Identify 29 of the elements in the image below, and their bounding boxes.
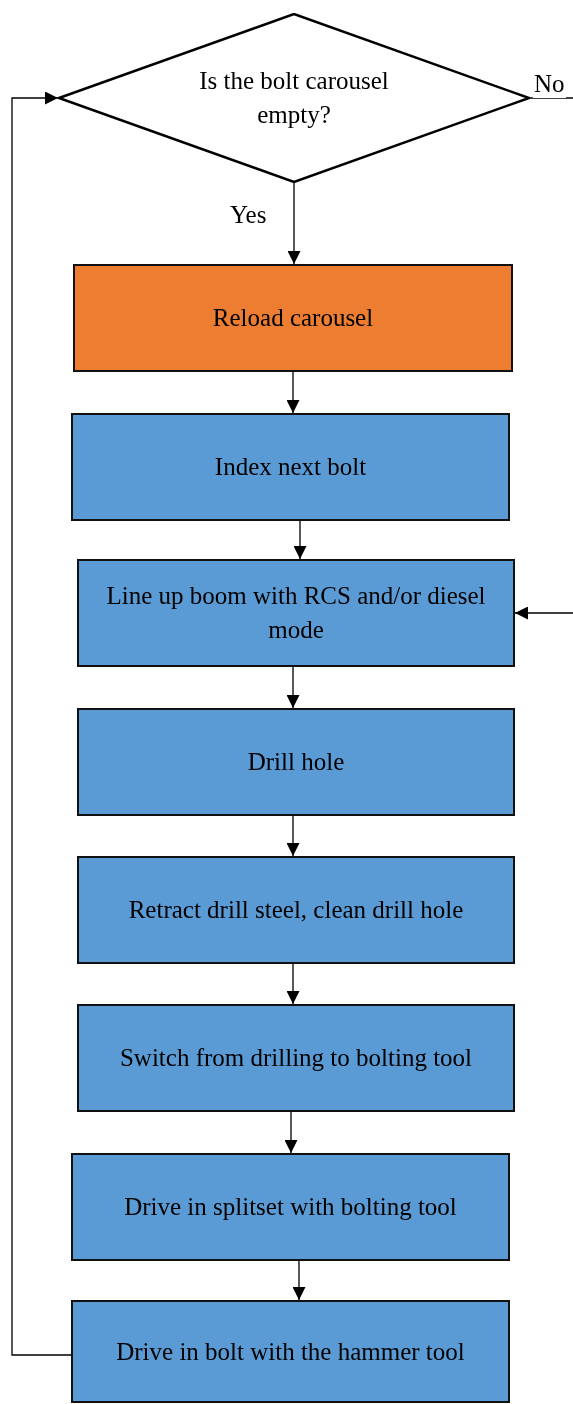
arrow xyxy=(286,963,300,1005)
arrow xyxy=(292,1260,306,1301)
step-text: Reload carousel xyxy=(211,303,375,333)
process-box xyxy=(77,856,515,964)
arrow xyxy=(287,182,301,265)
step-text: Drive in bolt with the hammer tool xyxy=(115,1336,466,1367)
arrow xyxy=(286,815,300,857)
process-box xyxy=(71,1300,510,1403)
step-text: Index next bolt xyxy=(213,452,368,482)
step-text: Retract drill steel, clean drill hole xyxy=(127,895,465,925)
arrow xyxy=(286,666,300,709)
arrow xyxy=(514,606,573,620)
step-text: Drill hole xyxy=(246,747,346,777)
connector-line xyxy=(529,97,573,99)
process-box xyxy=(73,264,513,372)
arrow xyxy=(11,91,72,1356)
step-text: Is the bolt carousel empty? xyxy=(198,66,390,130)
step-text: Line up boom with RCS and/or diesel mode xyxy=(105,581,487,645)
step-text: Switch from drilling to bolting tool xyxy=(118,1043,474,1073)
arrow xyxy=(293,520,307,560)
decision-diamond xyxy=(58,13,530,183)
process-box xyxy=(71,1153,510,1261)
arrow xyxy=(286,371,300,414)
process-box xyxy=(77,708,515,816)
arrow xyxy=(284,1111,298,1154)
process-box xyxy=(77,1004,515,1112)
process-box xyxy=(71,413,510,521)
process-box xyxy=(77,559,515,667)
step-text: Drive in splitset with bolting tool xyxy=(123,1192,458,1222)
